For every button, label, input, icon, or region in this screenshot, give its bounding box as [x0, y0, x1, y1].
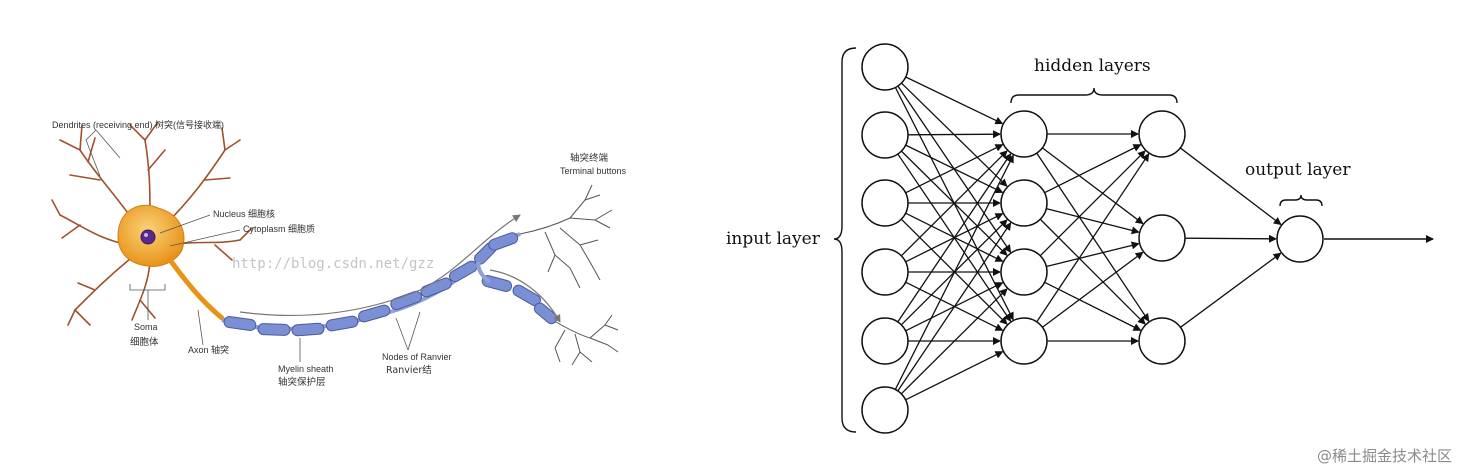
neuron-illustration: Dendrites (receiving end) 树突(信号接收端) Nucl… [52, 119, 627, 388]
hidden1-node [1001, 111, 1047, 157]
source-credit: @稀土掘金技术社区 [1317, 445, 1452, 466]
myelin-label-en: Myelin sheath [278, 364, 334, 374]
connection-edge [898, 223, 1011, 391]
connection-edge [908, 134, 1000, 135]
input-node [862, 180, 908, 226]
cytoplasm-label: Cytoplasm 细胞质 [243, 223, 315, 234]
input-node [862, 112, 908, 158]
connection-edge [1046, 209, 1138, 232]
input-layer-brace [834, 48, 856, 432]
terminal-label-cn: 轴突终端 [570, 152, 609, 164]
output-layer-brace [1280, 195, 1322, 206]
connection-edge [1185, 238, 1276, 239]
watermark-text: http://blog.csdn.net/gzz [232, 256, 434, 272]
hidden-layers-label: hidden layers [1034, 56, 1151, 76]
soma-label-en: Soma [134, 322, 158, 332]
nucleus-label: Nucleus 细胞核 [213, 208, 275, 219]
neural-network-diagram: input layer hidden layers output layer [726, 44, 1433, 433]
dendrites-label: Dendrites (receiving end) 树突(信号接收端) [52, 119, 224, 130]
hidden2-node [1139, 318, 1185, 364]
input-node [862, 318, 908, 364]
output-layer-label: output layer [1245, 160, 1351, 180]
input-node [862, 44, 908, 90]
terminal-buttons-lower [555, 315, 618, 365]
hidden2-node [1139, 111, 1185, 157]
connection-edge [1040, 219, 1145, 324]
hidden1-node [1001, 318, 1047, 364]
terminal-label-en: Terminal buttons [560, 166, 627, 176]
axon-root [170, 260, 222, 318]
nucleolus [144, 233, 148, 237]
nodes-label-cn: Ranvier结 [386, 364, 432, 376]
terminal-buttons-upper [520, 185, 612, 288]
hidden1-node [1001, 249, 1047, 295]
soma-label-cn: 细胞体 [130, 336, 159, 348]
myelin-sheaths [223, 231, 559, 336]
axon-label: Axon 轴突 [188, 344, 229, 355]
connection-edge [1040, 151, 1145, 256]
input-node [862, 387, 908, 433]
hidden-layers-brace [1011, 88, 1177, 103]
network-connections [895, 77, 1281, 400]
input-layer-label: input layer [726, 229, 821, 249]
myelin-label-cn: 轴突保护层 [278, 376, 326, 388]
hidden1-node [1001, 180, 1047, 226]
nodes-label-en: Nodes of Ranvier [382, 352, 452, 362]
connection-edge [1180, 253, 1280, 327]
axon-branch [478, 262, 490, 282]
output-node [1277, 216, 1323, 262]
hidden2-node [1139, 215, 1185, 261]
connection-edge [906, 77, 1003, 124]
nucleus [141, 230, 155, 244]
input-node [862, 249, 908, 295]
connection-edge [1046, 244, 1138, 267]
